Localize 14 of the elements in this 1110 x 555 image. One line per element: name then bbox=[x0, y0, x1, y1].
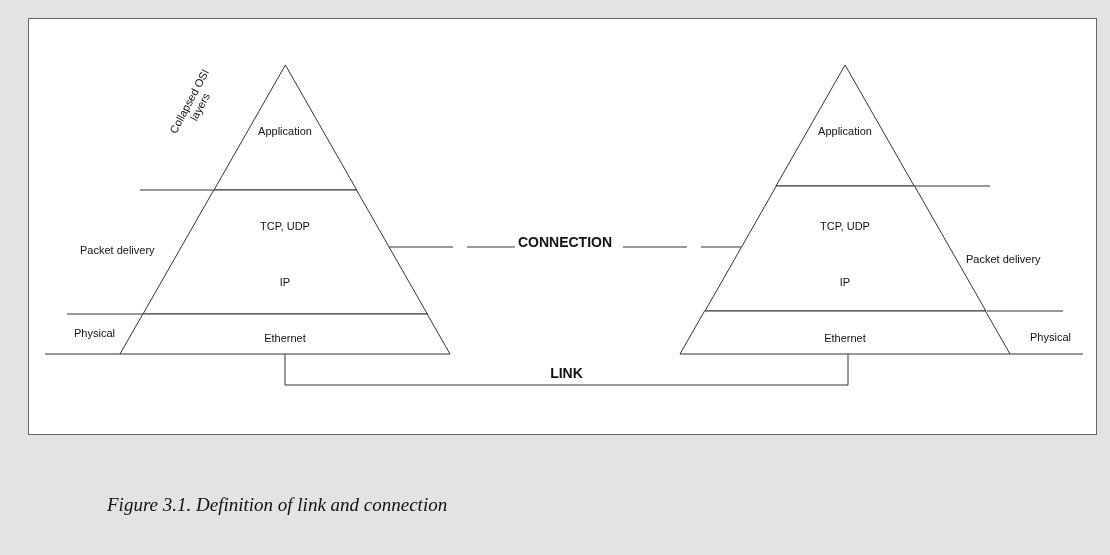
layer-label: Ethernet bbox=[824, 332, 866, 344]
layer-group-label: Physical bbox=[1030, 331, 1071, 343]
layer-label: Application bbox=[258, 125, 312, 137]
layer-label: Application bbox=[818, 125, 872, 137]
layer-group-label: Packet delivery bbox=[966, 253, 1041, 265]
layer-label: IP bbox=[839, 276, 851, 288]
connector-line bbox=[284, 353, 849, 386]
layer-group-label: Physical bbox=[74, 327, 115, 339]
layer-group-label: Packet delivery bbox=[80, 244, 155, 256]
layer-label: IP bbox=[279, 276, 291, 288]
figure-caption: Figure 3.1. Definition of link and connection bbox=[107, 494, 448, 516]
layer-label: TCP, UDP bbox=[260, 220, 310, 232]
layer-label: TCP, UDP bbox=[820, 220, 870, 232]
layer-label: Ethernet bbox=[264, 332, 306, 344]
